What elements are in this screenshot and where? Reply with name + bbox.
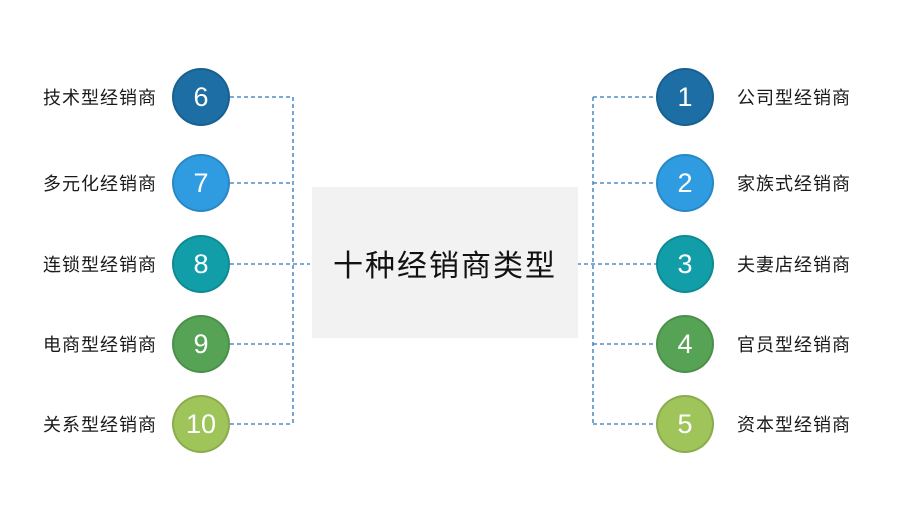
number-circle-7: 7 [172,154,230,212]
number-circle-4: 4 [656,315,714,373]
center-title-box: 十种经销商类型 [312,187,578,338]
diagram-title: 十种经销商类型 [333,249,557,283]
right-item-label-momandpop: 夫妻店经销商 [737,255,851,275]
right-item-label-family: 家族式经销商 [737,174,851,194]
number-circle-3: 3 [656,235,714,293]
left-item-label-diversified: 多元化经销商 [43,174,157,194]
left-item-label-ecommerce: 电商型经销商 [43,335,157,355]
number-circle-9: 9 [172,315,230,373]
right-item-label-capital: 资本型经销商 [737,415,851,435]
right-item-label-official: 官员型经销商 [737,335,851,355]
right-item-label-company: 公司型经销商 [737,88,851,108]
left-item-label-chain: 连锁型经销商 [43,255,157,275]
left-item-label-technical: 技术型经销商 [43,88,157,108]
number-circle-2: 2 [656,154,714,212]
number-circle-5: 5 [656,395,714,453]
number-circle-1: 1 [656,68,714,126]
number-circle-6: 6 [172,68,230,126]
left-item-label-relationship: 关系型经销商 [43,415,157,435]
number-circle-8: 8 [172,235,230,293]
number-circle-10: 10 [172,395,230,453]
